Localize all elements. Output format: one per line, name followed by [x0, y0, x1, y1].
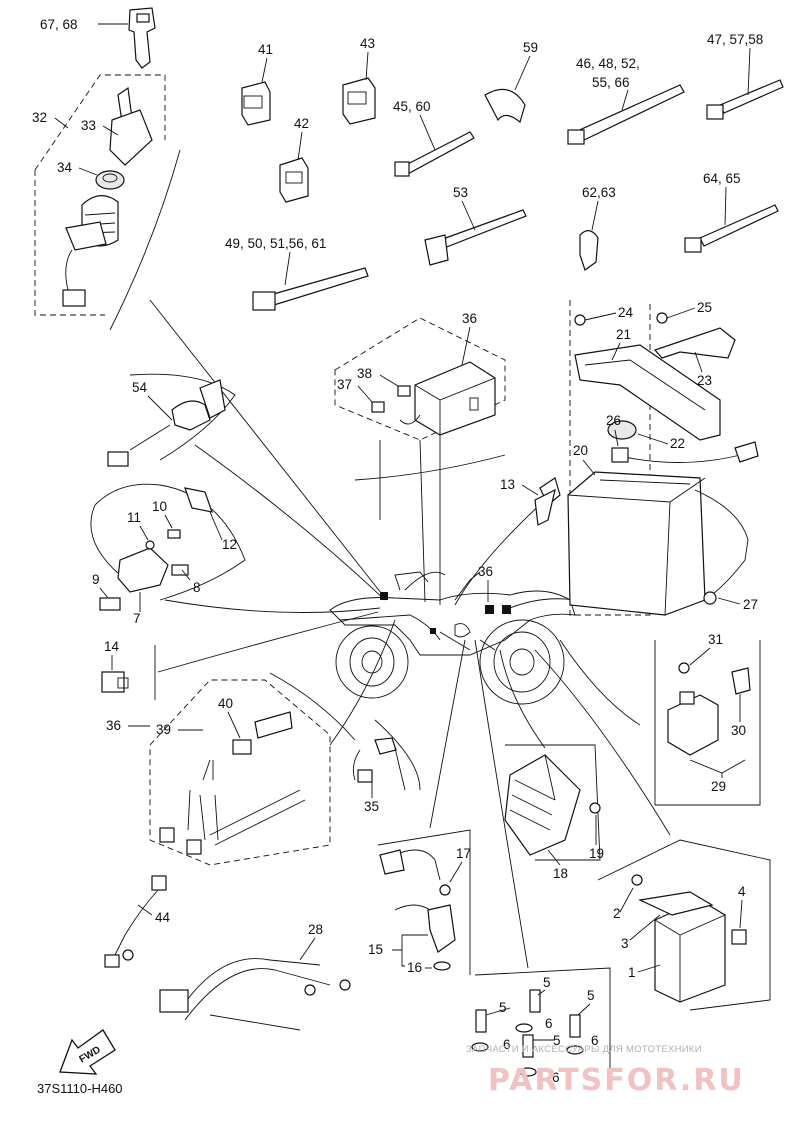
callout-11: 11 [127, 510, 141, 525]
callout-44: 44 [155, 910, 171, 925]
part-starter-relay [667, 662, 751, 756]
part-speed-sensor [379, 849, 456, 971]
callout-5b: 5 [499, 1000, 507, 1015]
callout-27: 27 [743, 597, 758, 612]
part-horn-7 [99, 487, 213, 611]
callout-9: 9 [92, 572, 100, 587]
callout-37: 37 [337, 377, 352, 392]
callout-5c: 5 [587, 988, 595, 1003]
callout-47-57-58: 47, 57,58 [707, 32, 763, 47]
callout-17: 17 [456, 846, 471, 861]
part-sub-harness-44 [104, 875, 167, 968]
callout-6b: 6 [503, 1037, 511, 1052]
callout-20: 20 [573, 443, 588, 458]
callout-24: 24 [618, 305, 634, 320]
callout-36-mid: 36 [478, 564, 493, 579]
callout-3: 3 [621, 936, 629, 951]
callout-54: 54 [132, 380, 148, 395]
callout-41: 41 [258, 42, 273, 57]
callout-30: 30 [731, 723, 746, 738]
callout-1: 1 [628, 965, 636, 980]
callout-14: 14 [104, 639, 120, 654]
callout-22: 22 [670, 436, 685, 451]
callout-46-48-52: 46, 48, 52, [576, 56, 640, 71]
callout-6c: 6 [591, 1033, 599, 1048]
callout-38: 38 [357, 366, 372, 381]
watermark-caption: ЗАПЧАСТИ И АКСЕССУАРЫ ДЛЯ МОТОТЕХНИКИ [466, 1044, 702, 1055]
callout-42: 42 [294, 116, 309, 131]
callout-31: 31 [708, 632, 723, 647]
leader-lines [149, 299, 671, 969]
part-fuse-box [371, 361, 496, 436]
callout-29: 29 [711, 779, 726, 794]
group-brackets [90, 149, 771, 1080]
part-socket-54 [107, 379, 226, 467]
callout-7: 7 [133, 611, 141, 626]
callout-62-63: 62,63 [582, 185, 616, 200]
part-cdi-unit [631, 874, 747, 1003]
callout-13: 13 [500, 477, 515, 492]
callout-18: 18 [553, 866, 568, 881]
fwd-arrow: FWD [59, 1029, 116, 1075]
part-main-switch [62, 86, 153, 307]
callout-32: 32 [32, 110, 47, 125]
callout-labels: 67, 68 32 33 34 41 43 42 59 45, 60 46, 4… [32, 17, 763, 1085]
callout-6d: 6 [552, 1070, 560, 1085]
callout-55-66: 55, 66 [592, 75, 630, 90]
part-battery-area [567, 312, 759, 616]
callout-2: 2 [613, 906, 621, 921]
callout-35: 35 [364, 799, 379, 814]
callout-43: 43 [360, 36, 375, 51]
callout-28: 28 [308, 922, 323, 937]
callout-36-left: 36 [106, 718, 121, 733]
callout-23: 23 [697, 373, 712, 388]
atv-illustration [329, 571, 576, 705]
part-neutral-switch-14 [101, 671, 129, 693]
callout-53: 53 [453, 185, 468, 200]
callout-25: 25 [697, 300, 712, 315]
part-spark-plug [534, 477, 561, 526]
part-relays-41-42-43 [241, 77, 376, 203]
callout-5d: 5 [553, 1033, 561, 1048]
callout-36-top: 36 [462, 311, 477, 326]
callout-19: 19 [589, 846, 604, 861]
callout-21: 21 [616, 327, 631, 342]
callout-59: 59 [523, 40, 538, 55]
callout-5a: 5 [543, 975, 551, 990]
callout-33: 33 [81, 118, 96, 133]
callout-40: 40 [218, 696, 233, 711]
callout-16: 16 [407, 960, 422, 975]
callout-39: 39 [156, 722, 171, 737]
part-key [128, 7, 156, 69]
part-bolts-5-6 [471, 989, 584, 1077]
callout-15: 15 [368, 942, 383, 957]
watermark-logo: PARTSFOR.RU [488, 1063, 745, 1098]
callout-49-50-51-56-61: 49, 50, 51,56, 61 [225, 236, 326, 251]
callout-64-65: 64, 65 [703, 171, 741, 186]
callout-8: 8 [193, 580, 201, 595]
group-outlines [34, 74, 651, 866]
callout-34: 34 [57, 160, 73, 175]
callout-45-60: 45, 60 [393, 99, 431, 114]
callout-26: 26 [606, 413, 621, 428]
part-cable-ties [252, 79, 784, 311]
callout-67-68: 67, 68 [40, 17, 78, 32]
part-wire-lead-28 [159, 958, 351, 1031]
part-switch-35 [352, 737, 406, 791]
callout-6a: 6 [545, 1016, 553, 1031]
part-regulator [504, 754, 601, 856]
diagram-code: 37S1110-H460 [37, 1081, 123, 1096]
callout-12: 12 [222, 537, 237, 552]
callout-4: 4 [738, 884, 746, 899]
part-harness-36-39-40 [159, 711, 306, 855]
callout-10: 10 [152, 499, 167, 514]
